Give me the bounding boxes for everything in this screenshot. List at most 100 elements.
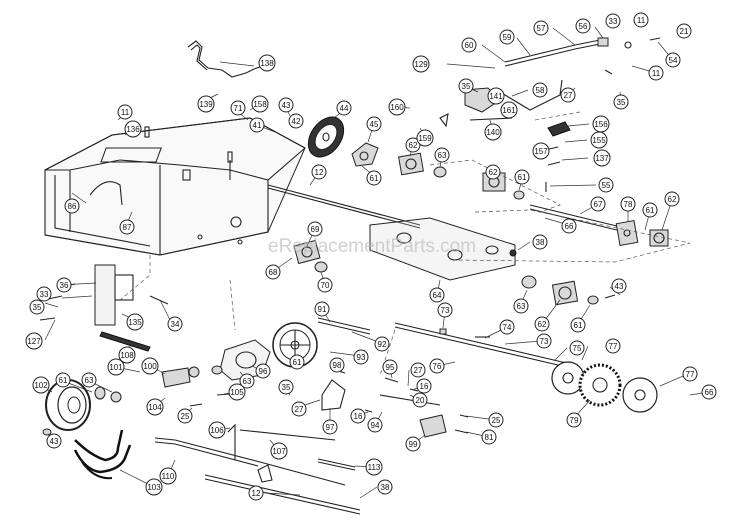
callout-number: 76	[433, 362, 442, 371]
chassis-housing	[44, 117, 306, 256]
callout-number: 73	[441, 306, 450, 315]
callout-bubble	[382, 359, 398, 375]
callout-bubble	[429, 287, 445, 303]
callout-bubble	[566, 412, 582, 428]
callout-bubble	[701, 384, 717, 400]
part-callout-62: 62	[485, 164, 501, 180]
friction-pulley	[307, 116, 345, 158]
callout-bubble	[620, 196, 636, 212]
callout-number: 58	[536, 86, 545, 95]
callout-number: 16	[420, 382, 429, 391]
callout-bubble	[278, 97, 294, 113]
callout-bubble	[126, 313, 144, 331]
callout-number: 34	[171, 320, 180, 329]
callout-bubble	[314, 301, 330, 317]
callout-bubble	[388, 98, 406, 116]
part-callout-137: 137	[593, 149, 611, 167]
callout-number: 108	[120, 351, 134, 360]
callout-number: 43	[615, 282, 624, 291]
callout-bubble	[289, 354, 305, 370]
callout-number: 33	[40, 290, 49, 299]
part-callout-21: 21	[676, 23, 692, 39]
callout-bubble	[311, 164, 327, 180]
callout-number: 62	[538, 320, 547, 329]
callout-bubble	[336, 100, 352, 116]
part-callout-35: 35	[278, 379, 294, 395]
callout-number: 35	[617, 98, 626, 107]
callout-bubble	[533, 20, 549, 36]
callout-number: 11	[652, 69, 661, 78]
part-callout-110: 110	[159, 467, 177, 485]
callout-number: 79	[570, 416, 579, 425]
part-callout-36: 36	[56, 277, 72, 293]
part-callout-61: 61	[289, 354, 305, 370]
callout-bubble	[322, 419, 338, 435]
callout-bubble	[25, 332, 43, 350]
callout-bubble	[56, 277, 72, 293]
callout-bubble	[118, 346, 136, 364]
part-callout-96: 96	[255, 363, 271, 379]
callout-number: 33	[609, 17, 618, 26]
part-callout-92: 92	[374, 336, 390, 352]
part-callout-108: 108	[118, 346, 136, 364]
callout-number: 101	[109, 363, 123, 372]
callout-number: 35	[33, 303, 42, 312]
callout-number: 129	[414, 60, 428, 69]
callout-number: 62	[489, 168, 498, 177]
callout-number: 20	[416, 396, 425, 405]
part-callout-20: 20	[412, 392, 428, 408]
callout-number: 57	[537, 24, 546, 33]
callout-number: 56	[579, 22, 588, 31]
callout-number: 35	[462, 82, 471, 91]
callout-bubble	[239, 373, 255, 389]
callout-number: 158	[253, 100, 267, 109]
callout-bubble	[569, 340, 585, 356]
callout-bubble	[329, 357, 345, 373]
callout-number: 66	[565, 222, 574, 231]
callout-number: 11	[637, 16, 646, 25]
part-callout-38: 38	[532, 234, 548, 250]
callout-bubble	[377, 479, 393, 495]
part-callout-98: 98	[329, 357, 345, 373]
callout-number: 156	[594, 120, 608, 129]
callout-number: 61	[370, 174, 379, 183]
callout-bubble	[119, 219, 135, 235]
callout-bubble	[611, 278, 627, 294]
part-callout-25: 25	[488, 412, 504, 428]
callout-bubble	[605, 13, 621, 29]
callout-number: 27	[414, 366, 423, 375]
shift-lever	[154, 437, 346, 486]
part-callout-79: 79	[566, 412, 582, 428]
callout-bubble	[288, 113, 304, 129]
part-callout-11: 11	[648, 65, 664, 81]
part-callout-159: 159	[416, 129, 434, 147]
callout-bubble	[488, 412, 504, 428]
callout-bubble	[676, 23, 692, 39]
callout-number: 141	[489, 92, 503, 101]
part-callout-59: 59	[499, 29, 515, 45]
part-callout-157: 157	[532, 142, 550, 160]
callout-number: 70	[321, 281, 330, 290]
part-callout-86: 86	[64, 198, 80, 214]
part-callout-107: 107	[270, 442, 288, 460]
part-callout-100: 100	[141, 357, 159, 375]
callout-number: 73	[540, 337, 549, 346]
callout-number: 94	[371, 421, 380, 430]
callout-number: 67	[594, 200, 603, 209]
callout-bubble	[499, 319, 515, 335]
callout-bubble	[317, 277, 333, 293]
callout-bubble	[365, 458, 383, 476]
part-callout-64: 64	[429, 287, 445, 303]
part-callout-44: 44	[336, 100, 352, 116]
part-callout-74: 74	[499, 319, 515, 335]
callout-number: 96	[259, 367, 268, 376]
part-callout-95: 95	[382, 359, 398, 375]
callout-number: 68	[269, 268, 278, 277]
callout-number: 43	[282, 101, 291, 110]
callout-bubble	[145, 478, 163, 496]
part-callout-11: 11	[117, 104, 133, 120]
callout-number: 63	[243, 377, 252, 386]
callout-bubble	[500, 101, 518, 119]
part-callout-63: 63	[434, 147, 450, 163]
callout-number: 16	[354, 412, 363, 421]
